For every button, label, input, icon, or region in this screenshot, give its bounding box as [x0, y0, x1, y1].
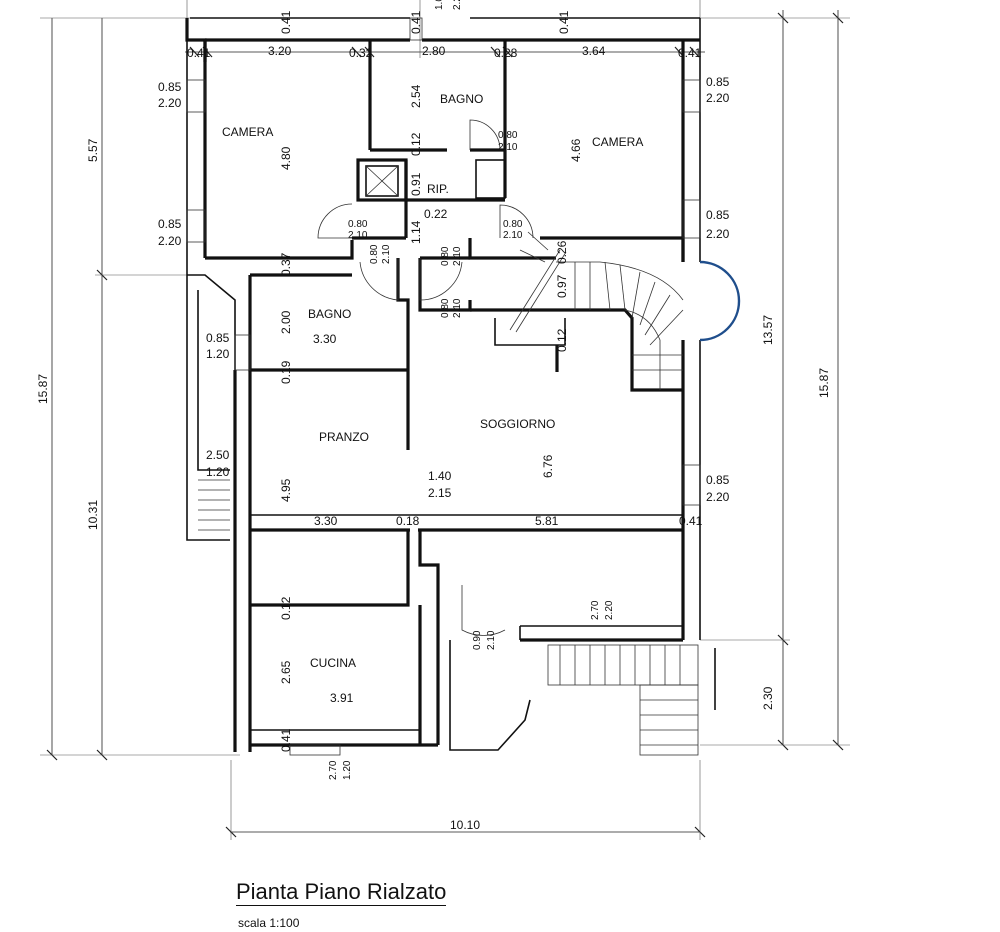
dim-label: 1.20	[342, 760, 353, 780]
dim-label: 0.80	[498, 130, 518, 141]
dim-label: 2.10	[498, 142, 518, 153]
plan-title: Pianta Piano Rialzato	[236, 879, 447, 906]
dim-label: 3.91	[330, 691, 354, 705]
dim-label: 2.20	[706, 227, 730, 241]
dim-label: 0.85	[158, 80, 182, 94]
dimension-lines	[40, 0, 850, 840]
dim-label: 3.30	[314, 514, 338, 528]
dim-label: 0.91	[409, 172, 423, 196]
staircase	[509, 249, 741, 756]
dim-label: 0.32	[349, 46, 373, 60]
dim-label: 0.41	[557, 10, 571, 34]
doors	[317, 119, 549, 636]
dim-label: 2.20	[604, 600, 615, 620]
dim-label: 2.20	[452, 0, 463, 10]
dim-label: 10.10	[450, 818, 480, 832]
windows	[186, 17, 701, 756]
dim-label: 2.70	[328, 760, 339, 780]
dim-label: 5.57	[86, 138, 100, 162]
dim-label: 2.30	[761, 686, 775, 710]
dim-label: 3.20	[268, 44, 292, 58]
dim-label: 0.80	[503, 219, 523, 230]
dim-label: 0.85	[206, 331, 230, 345]
dim-label: 0.28	[494, 46, 518, 60]
dim-label: 0.85	[706, 208, 730, 222]
dim-label: 0.12	[409, 132, 423, 156]
dim-label: 2.10	[452, 298, 463, 318]
dim-label: 0.41	[279, 10, 293, 34]
dim-label: 0.85	[706, 473, 730, 487]
dimension-labels-vertical: 0.41 0.41 0.41 1.00 2.20 5.57 15.87 10.3…	[36, 0, 831, 780]
dim-label: 0.41	[279, 728, 293, 752]
room-pranzo: PRANZO	[319, 430, 369, 444]
dim-label: 0.26	[555, 240, 569, 264]
dim-label: 2.70	[590, 600, 601, 620]
dim-label: 2.80	[422, 44, 446, 58]
dim-label: 0.19	[279, 360, 293, 384]
dim-label: 0.80	[440, 246, 451, 266]
dim-label: 0.80	[369, 244, 380, 264]
dim-label: 0.80	[348, 219, 368, 230]
dim-label: 0.18	[396, 514, 420, 528]
plan-scale: scala 1:100	[238, 916, 300, 930]
room-cucina: CUCINA	[310, 656, 356, 670]
dim-label: 13.57	[761, 315, 775, 345]
dim-label: 4.80	[279, 146, 293, 170]
dim-label: 4.95	[279, 478, 293, 502]
dim-label: 0.41	[409, 10, 423, 34]
dim-label: 1.00	[434, 0, 445, 10]
dim-label: 2.20	[158, 96, 182, 110]
dim-label: 15.87	[817, 368, 831, 398]
dim-label: 2.54	[409, 84, 423, 108]
dim-label: 2.15	[428, 486, 452, 500]
dim-label: 1.20	[206, 465, 230, 479]
room-rip: RIP.	[427, 182, 449, 196]
dim-label: 15.87	[36, 374, 50, 404]
dim-label: 2.65	[279, 660, 293, 684]
dim-label: 0.41	[679, 514, 703, 528]
dim-label: 0.41	[187, 46, 211, 60]
dim-label: 4.66	[569, 138, 583, 162]
dim-label: 0.37	[279, 252, 293, 276]
dim-label: 2.10	[503, 230, 523, 241]
dim-label: 3.30	[313, 332, 337, 346]
dim-label: 2.00	[279, 310, 293, 334]
dim-label: 2.20	[706, 91, 730, 105]
room-labels: CAMERA BAGNO CAMERA RIP. BAGNO PRANZO SO…	[222, 92, 643, 670]
dim-label: 2.10	[348, 230, 368, 241]
dim-label: 0.90	[472, 630, 483, 650]
dim-label: 0.22	[424, 207, 448, 221]
dim-label: 0.97	[555, 274, 569, 298]
dim-label: 0.85	[706, 75, 730, 89]
room-camera-left: CAMERA	[222, 125, 273, 139]
dim-label: 1.20	[206, 347, 230, 361]
dimension-labels: 0.41 3.20 0.32 2.80 0.28 3.64 0.41 0.85 …	[158, 44, 730, 832]
dim-label: 2.10	[486, 630, 497, 650]
dim-label: 0.85	[158, 217, 182, 231]
room-soggiorno: SOGGIORNO	[480, 417, 555, 431]
dim-label: 1.14	[409, 220, 423, 244]
dim-label: 5.81	[535, 514, 559, 528]
room-bagno-top: BAGNO	[440, 92, 483, 106]
dim-label: 2.10	[452, 246, 463, 266]
dim-label: 1.40	[428, 469, 452, 483]
dim-label: 10.31	[86, 500, 100, 530]
dim-label: 0.12	[555, 328, 569, 352]
dim-label: 2.50	[206, 448, 230, 462]
dim-label: 3.64	[582, 44, 606, 58]
dim-label: 6.76	[541, 454, 555, 478]
dim-label: 2.20	[158, 234, 182, 248]
dim-label: 2.20	[706, 490, 730, 504]
dim-label: 0.41	[678, 46, 702, 60]
room-bagno-mid: BAGNO	[308, 307, 351, 321]
dim-label: 0.80	[440, 298, 451, 318]
dim-label: 0.12	[279, 596, 293, 620]
room-camera-right: CAMERA	[592, 135, 643, 149]
dim-label: 2.10	[381, 244, 392, 264]
